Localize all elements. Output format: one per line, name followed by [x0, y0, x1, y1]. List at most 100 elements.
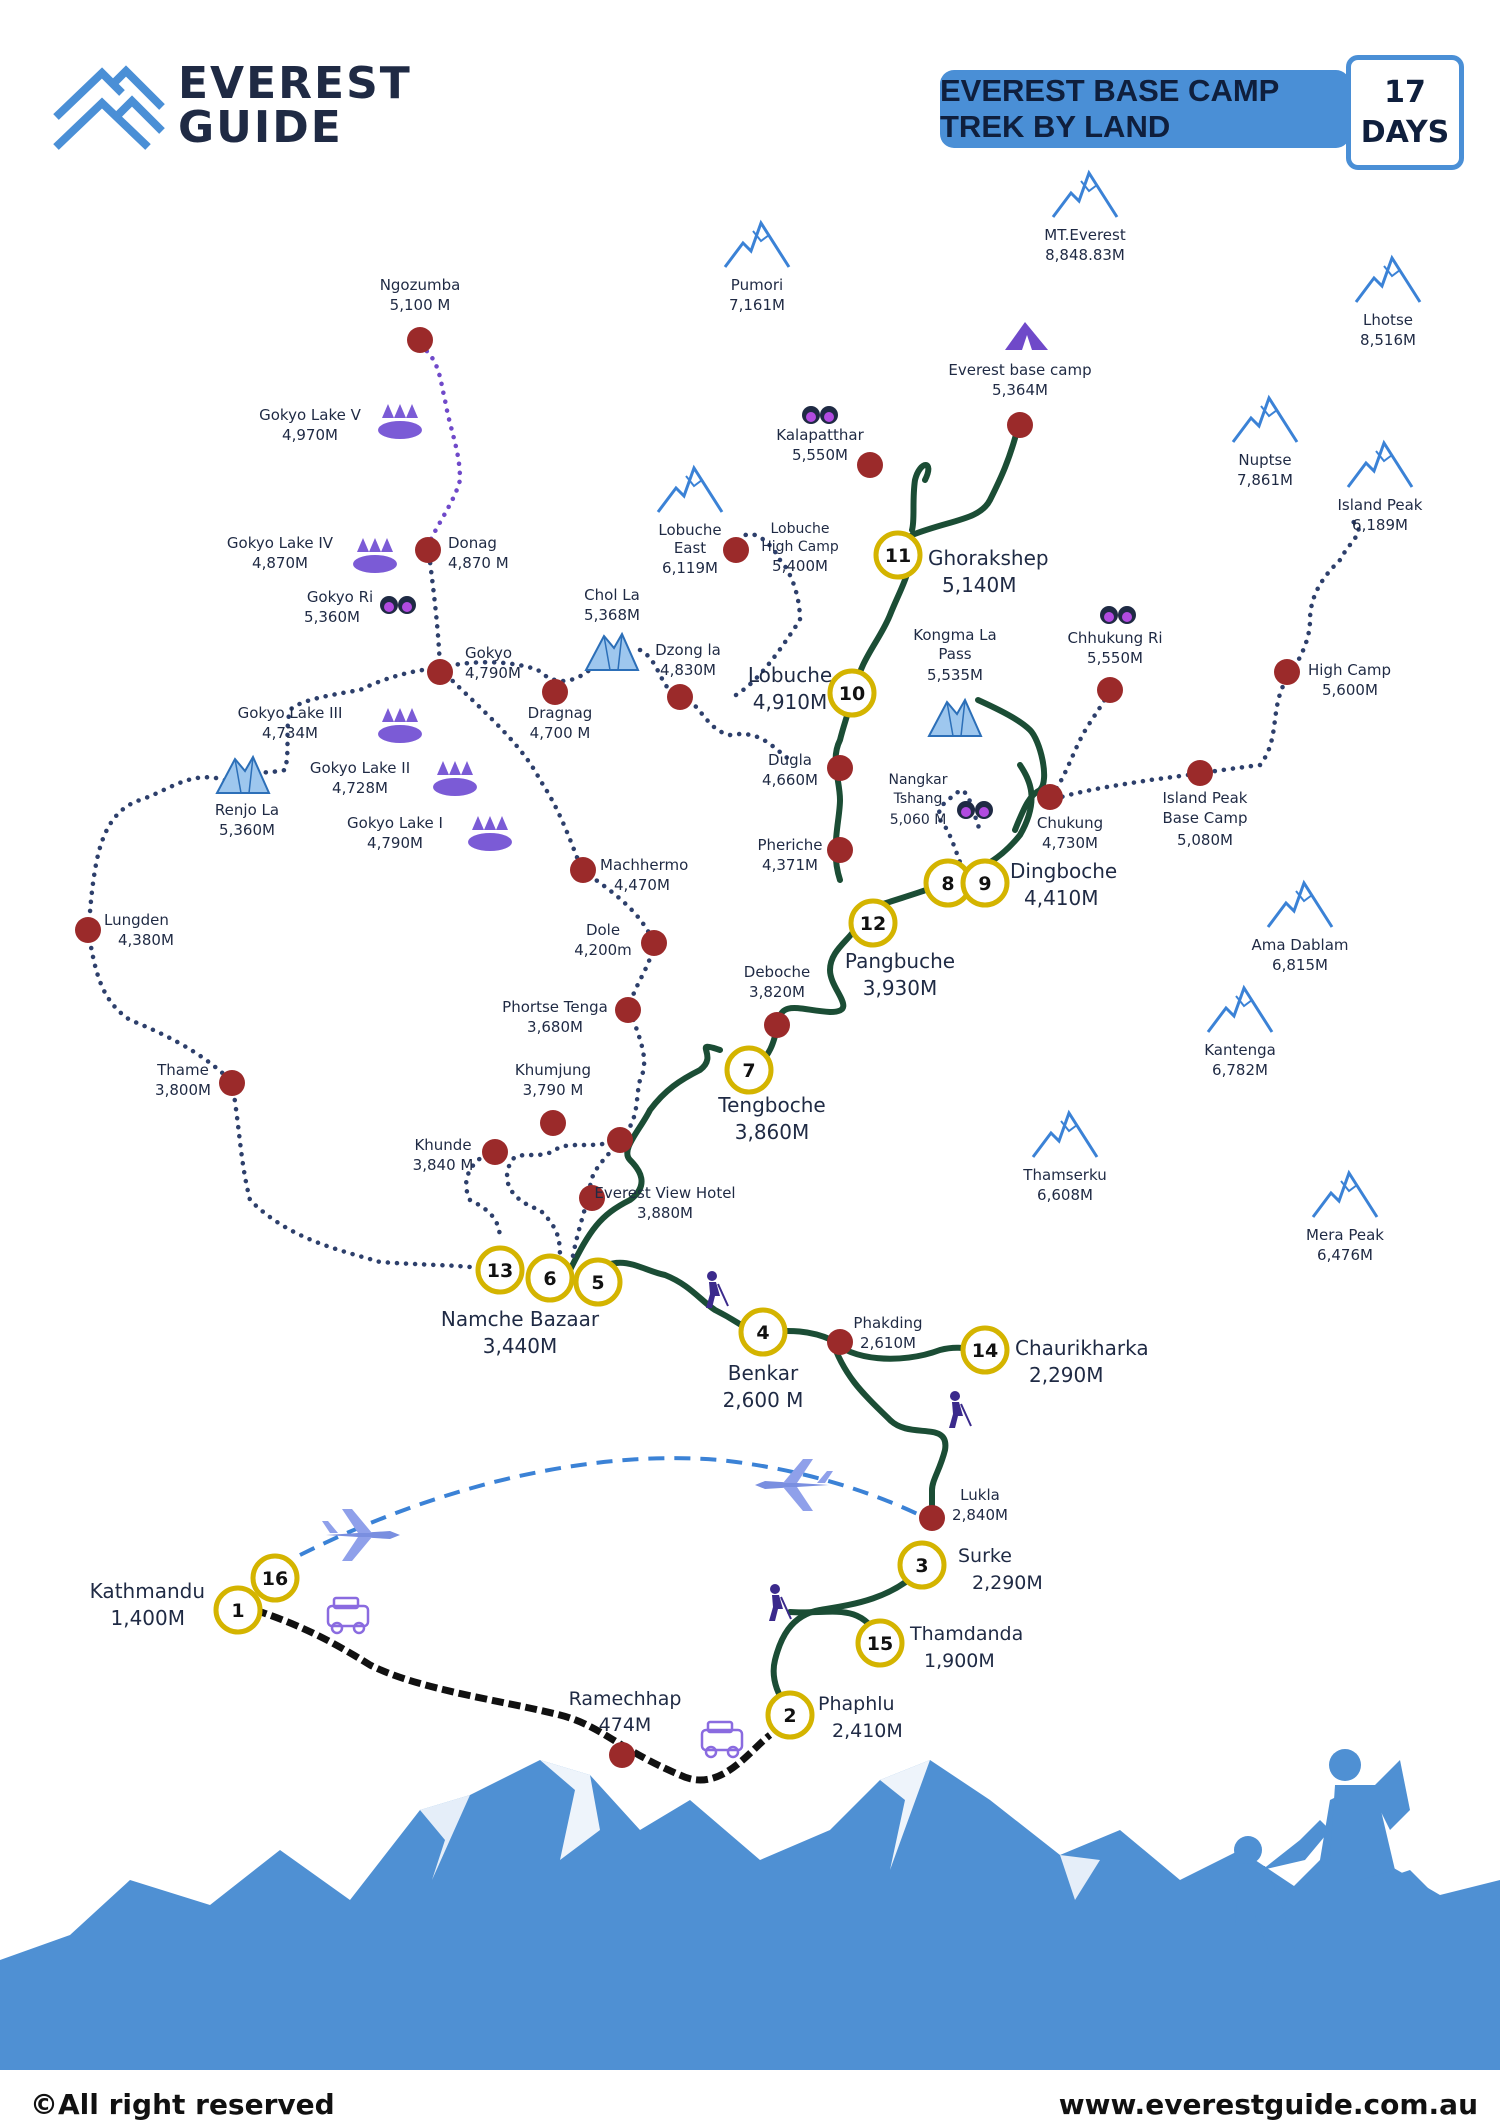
waypoint-marker: [764, 1012, 790, 1038]
mountain-peak-icon: [723, 219, 791, 268]
waypoint-altitude-label: 4,200m: [574, 941, 632, 959]
waypoint-altitude-label: 5,060 M: [890, 812, 947, 828]
glacier-pass-icon: [215, 754, 271, 794]
hiker-icon: [706, 1271, 729, 1308]
stop-altitude-label: 1,400M: [110, 1606, 185, 1630]
waypoint-name-label: Ramechhap: [569, 1688, 682, 1710]
day-number-label: 8: [941, 873, 954, 895]
day-number-label: 15: [867, 1633, 893, 1655]
waypoint-marker: [1274, 659, 1300, 685]
lake-icon: [433, 761, 477, 796]
day-number-label: 9: [978, 873, 991, 895]
pass-name-label: Renjo La: [215, 801, 279, 819]
stop-name-label: Namche Bazaar: [441, 1307, 600, 1331]
waypoint-marker: [1037, 784, 1063, 810]
lake-icon: [378, 404, 422, 439]
waypoint-marker: [615, 997, 641, 1023]
peak-altitude-label: 8,848.83M: [1045, 246, 1125, 264]
stop-altitude-label: 3,440M: [483, 1334, 558, 1358]
mountain-peak-icon: [1231, 394, 1299, 443]
peak-altitude-label: 6,608M: [1037, 1186, 1093, 1204]
waypoint-marker: [827, 837, 853, 863]
waypoint-altitude-label: 4,371M: [762, 856, 818, 874]
route-renjola-lungden: [85, 775, 228, 933]
peak-name-label: Ama Dablam: [1251, 936, 1348, 954]
day-number-label: 16: [262, 1568, 288, 1590]
stop-name-label: Kathmandu: [90, 1579, 205, 1603]
peak-name-label: Pumori: [731, 276, 783, 294]
route-dole-phortse: [617, 940, 657, 1143]
route-thame-namche: [229, 1079, 481, 1271]
waypoint-marker: [667, 684, 693, 710]
waypoint-marker: [827, 1329, 853, 1355]
stop-altitude-label: 3,930M: [863, 976, 938, 1000]
waypoint-altitude-label: 4,870 M: [448, 554, 509, 572]
day-number-label: 1: [231, 1600, 244, 1622]
waypoint-altitude-label: 4,830M: [660, 661, 716, 679]
route-chola-dugla: [637, 647, 793, 763]
day-number-label: 2: [783, 1705, 796, 1727]
day-number-label: 14: [972, 1340, 998, 1362]
peak-name-label: Nuptse: [1238, 451, 1291, 469]
mountain-peak-icon: [1206, 984, 1274, 1033]
peak-altitude-label: 7,161M: [729, 296, 785, 314]
waypoint-altitude-label: 5,100 M: [390, 296, 451, 314]
stop-altitude-label: 2,290M: [1029, 1363, 1104, 1387]
day-stop-marker: 2: [765, 1690, 815, 1740]
stop-name-label: Tengboche: [717, 1093, 825, 1117]
peak-altitude-label: 6,782M: [1212, 1061, 1268, 1079]
waypoint-name-label: Donag: [448, 534, 497, 552]
viewpoint-altitude-label: 5,360M: [304, 608, 360, 626]
mountain-peak-icon: [1354, 254, 1422, 303]
waypoint-name-label: Base Camp: [1162, 809, 1247, 827]
waypoint-marker: [542, 679, 568, 705]
mountain-silhouette: [0, 1760, 1500, 2070]
waypoint-name-label: Lungden: [104, 911, 169, 929]
waypoint-marker: [570, 857, 596, 883]
day-number-label: 12: [860, 913, 886, 935]
days-label: DAYS: [1360, 114, 1450, 150]
day-stop-marker: 13: [475, 1245, 525, 1295]
website-link[interactable]: www.everestguide.com.au: [1058, 2088, 1478, 2121]
binoculars-icon: [957, 801, 993, 819]
waypoint-marker: [415, 537, 441, 563]
airplane-icon: [322, 1509, 400, 1561]
waypoint-altitude-label: 5,600M: [1322, 681, 1378, 699]
route-gokyo-machhermo: [437, 665, 585, 873]
day-stop-marker: 11: [873, 530, 923, 580]
glacier-pass-icon: [584, 631, 640, 671]
waypoint-name-label: Phortse Tenga: [502, 998, 608, 1016]
stop-altitude-label: 2,600 M: [723, 1388, 804, 1412]
lake-name-label: Gokyo Lake IV: [227, 534, 334, 552]
peak-name-label: Mera Peak: [1306, 1226, 1384, 1244]
stop-name-label: Thamdanda: [909, 1623, 1023, 1645]
waypoint-altitude-label: 4,470M: [614, 876, 670, 894]
route-phakding-lukla: [829, 1337, 949, 1518]
day-number-label: 10: [839, 683, 865, 705]
waypoint-marker: [482, 1139, 508, 1165]
day-stop-marker: 4: [738, 1307, 788, 1357]
lake-name-label: Gokyo Lake II: [310, 759, 410, 777]
waypoint-name-label: Everest base camp: [948, 361, 1091, 379]
lake-icon: [468, 816, 512, 851]
waypoint-altitude-label: 3,680M: [527, 1018, 583, 1036]
stop-name-label: Ghorakshep: [928, 546, 1049, 570]
waypoint-marker: [609, 1742, 635, 1768]
waypoint-name-label: Everest View Hotel: [594, 1184, 735, 1202]
day-stop-marker: 8: [923, 858, 973, 908]
waypoint-altitude-label: 3,880M: [637, 1204, 693, 1222]
peak-altitude-label: 6,815M: [1272, 956, 1328, 974]
day-stop-marker: 15: [855, 1618, 905, 1668]
waypoint-marker: [427, 659, 453, 685]
stop-altitude-label: 4,910M: [753, 690, 828, 714]
waypoint-altitude-label: 4,790M: [465, 664, 521, 682]
day-number-label: 13: [487, 1260, 513, 1282]
waypoint-altitude-label: 2,610M: [860, 1334, 916, 1352]
route-chukung-highcamp: [1042, 679, 1288, 805]
route-highcamp-island: [1282, 517, 1361, 685]
route-gorakshep-ebc: [909, 417, 1023, 538]
route-kongmala: [975, 697, 1048, 833]
waypoint-marker: [1007, 412, 1033, 438]
waypoint-altitude-label: 3,800M: [155, 1081, 211, 1099]
